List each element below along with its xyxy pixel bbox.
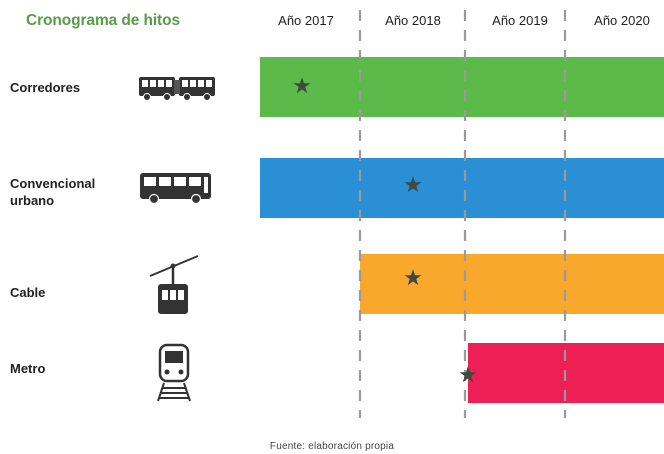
row-label-cable: Cable — [10, 285, 46, 300]
chart-title: Cronograma de hitos — [26, 12, 180, 29]
year-header-2018: Año 2018 — [385, 13, 441, 28]
year-header-2017: Año 2017 — [278, 13, 334, 28]
milestone-star-metro: ★ — [458, 363, 478, 388]
milestone-star-corredores: ★ — [292, 74, 312, 99]
row-label-corredores: Corredores — [10, 80, 81, 95]
timeline-bar-convencional-urbano — [260, 158, 664, 218]
articulated-bus-icon — [139, 77, 215, 101]
milestone-star-cable: ★ — [403, 266, 423, 291]
row-label-convencional-urbano: Convencional urbano — [10, 176, 96, 208]
metro-train-icon — [157, 343, 191, 402]
year-header-2019: Año 2019 — [492, 13, 548, 28]
bus-icon — [140, 173, 211, 205]
source-footer: Fuente: elaboración propia — [269, 441, 395, 452]
milestone-star-convencional-urbano: ★ — [403, 173, 423, 198]
timeline-bar-corredores — [260, 57, 664, 117]
cable-car-icon — [149, 255, 199, 314]
year-header-2020: Año 2020 — [594, 13, 650, 28]
timeline-bar-cable — [360, 254, 664, 314]
row-label-metro: Metro — [10, 361, 46, 376]
